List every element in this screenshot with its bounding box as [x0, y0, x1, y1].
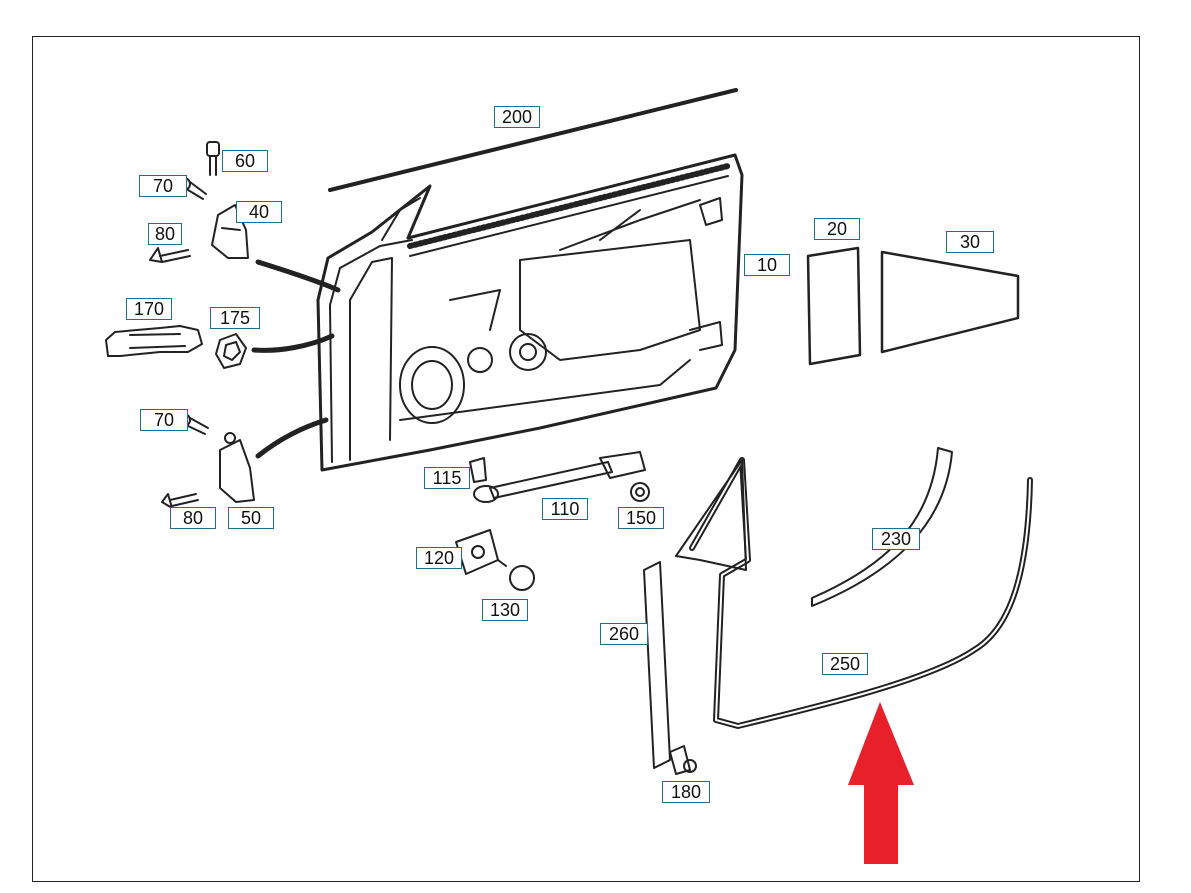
callout-250: 250	[822, 653, 868, 675]
callout-120-text: 120	[423, 548, 455, 568]
callout-250-text: 250	[829, 654, 861, 674]
callout-80-upper-text: 80	[154, 224, 176, 244]
callout-80-upper: 80	[148, 223, 182, 245]
callout-30: 30	[946, 231, 994, 253]
door-seal-250	[675, 457, 1033, 729]
callout-175: 175	[210, 307, 260, 329]
clip-115	[469, 457, 487, 483]
door-shell-10	[316, 153, 744, 472]
callout-50: 50	[228, 507, 274, 529]
upper-hinge-40	[211, 204, 249, 259]
bolt-60	[206, 141, 220, 176]
diagram-frame	[32, 36, 1140, 882]
push-clip-180	[669, 745, 697, 775]
callout-70-upper-text: 70	[152, 176, 174, 196]
door-check-170	[105, 325, 203, 357]
trim-strip-260	[643, 561, 671, 769]
check-strap-110	[473, 451, 646, 503]
callout-20-text: 20	[826, 219, 848, 239]
callout-115: 115	[424, 467, 470, 489]
callout-80-lower: 80	[170, 507, 216, 529]
callout-150: 150	[618, 507, 664, 529]
callout-180: 180	[662, 781, 710, 803]
striker-plate-120	[455, 529, 499, 575]
leader-arrow-hinge-upper	[255, 259, 341, 293]
bolt-130	[497, 559, 535, 591]
screw-80-lower	[161, 493, 199, 509]
panel-20	[806, 246, 862, 366]
callout-130-text: 130	[489, 600, 521, 620]
lower-hinge-50	[219, 432, 255, 503]
callout-70-upper: 70	[139, 175, 187, 197]
callout-60: 60	[222, 150, 268, 172]
callout-10: 10	[744, 254, 790, 276]
callout-115-text: 115	[432, 468, 462, 488]
nut-150	[630, 482, 650, 502]
callout-10-text: 10	[756, 255, 778, 275]
callout-170-text: 170	[133, 299, 165, 319]
callout-120: 120	[416, 547, 462, 569]
screw-80-upper	[149, 247, 191, 263]
callout-60-text: 60	[234, 151, 256, 171]
callout-70-lower-text: 70	[153, 410, 175, 430]
callout-50-text: 50	[240, 508, 262, 528]
callout-180-text: 180	[670, 782, 702, 802]
red-up-arrow-icon	[848, 702, 914, 864]
leader-arrow-check	[251, 333, 335, 353]
callout-230: 230	[872, 528, 920, 550]
callout-200: 200	[494, 106, 540, 128]
grommet-175	[215, 333, 247, 369]
callout-230-text: 230	[880, 529, 912, 549]
callout-200-text: 200	[501, 107, 533, 127]
sill-strip-230	[811, 447, 953, 607]
callout-20: 20	[814, 218, 860, 240]
panel-30	[880, 250, 1020, 354]
callout-110-text: 110	[550, 499, 580, 519]
callout-30-text: 30	[959, 232, 981, 252]
callout-40: 40	[236, 201, 282, 223]
callout-40-text: 40	[248, 202, 270, 222]
callout-70-lower: 70	[140, 409, 188, 431]
window-strip-200	[328, 88, 738, 192]
callout-175-text: 175	[219, 308, 251, 328]
callout-130: 130	[482, 599, 528, 621]
callout-170: 170	[126, 298, 172, 320]
callout-110: 110	[542, 498, 588, 520]
callout-80-lower-text: 80	[182, 508, 204, 528]
leader-arrow-hinge-lower	[255, 417, 329, 459]
callout-260-text: 260	[608, 624, 640, 644]
callout-260: 260	[600, 623, 648, 645]
callout-150-text: 150	[625, 508, 657, 528]
